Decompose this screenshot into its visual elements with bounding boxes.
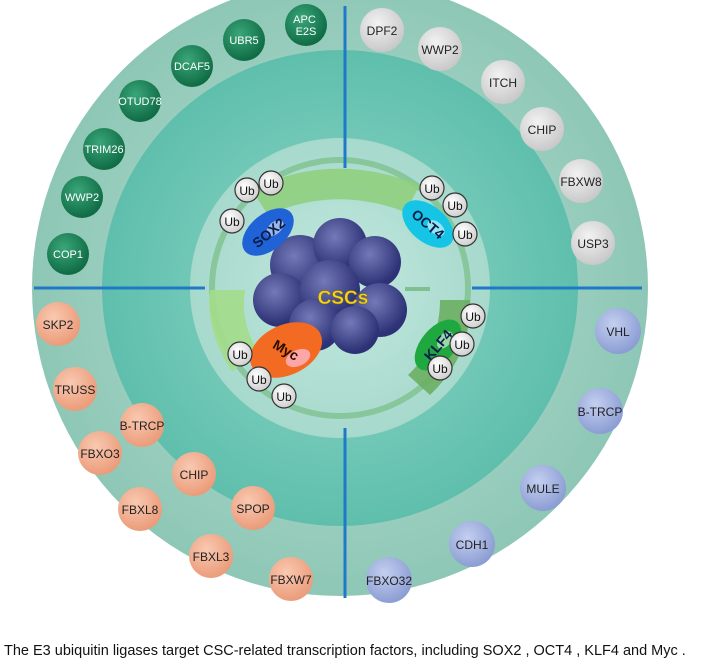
ub-tag <box>442 192 468 218</box>
ub-group-oct4: Ub Ub Ub <box>419 175 478 247</box>
ligase-label: FBXL8 <box>122 503 159 517</box>
ligase-label: DCAF5 <box>174 61 210 73</box>
ligase-label: SKP2 <box>43 318 74 332</box>
ub-label: Ub <box>276 390 292 404</box>
ligase-label: ITCH <box>489 76 517 90</box>
ub-label: Ub <box>251 373 267 387</box>
center-label: CSCs <box>318 288 369 309</box>
ub-tag <box>449 331 475 357</box>
ub-tag <box>452 221 478 247</box>
ub-label: Ub <box>424 182 440 196</box>
ub-group-klf4: Ub Ub Ub <box>427 303 486 381</box>
ub-group-sox2: Ub Ub Ub <box>219 170 284 234</box>
ub-label: Ub <box>465 310 481 324</box>
ub-label: Ub <box>263 177 279 191</box>
ligase-label: UBR5 <box>229 35 258 47</box>
csc-cell-cluster <box>253 218 407 354</box>
arc-top <box>252 168 420 215</box>
ub-label: Ub <box>224 215 240 229</box>
quadrant-bottom-left: SKP2 TRUSS B-TRCP FBXO3 CHIP FBXL8 SPOP … <box>36 302 313 601</box>
ub-label: Ub <box>232 348 248 362</box>
ligase-label: COP1 <box>53 249 83 261</box>
ub-tag <box>427 355 453 381</box>
e3-ligase-diagram: CSCs SOX2 OCT4 KLF4 Myc Ub Ub Ub Ub Ub U… <box>32 0 648 603</box>
ligase-label: FBXW7 <box>270 573 312 587</box>
ub-label: Ub <box>239 184 255 198</box>
ligase-label: USP3 <box>577 237 609 251</box>
ligase-label: FBXL3 <box>193 550 230 564</box>
quadrant-bottom-right: VHL B-TRCP MULE CDH1 FBXO32 <box>366 308 641 603</box>
ub-tag <box>219 208 245 234</box>
quadrant-top-right: DPF2 WWP2 ITCH CHIP FBXW8 USP3 <box>360 8 615 265</box>
quadrant-top-left: APC E2S UBR5 DCAF5 OTUD78 TRIM26 WWP2 CO… <box>47 4 327 275</box>
ub-tag <box>419 175 445 201</box>
ub-label: Ub <box>457 228 473 242</box>
ub-tag <box>258 170 284 196</box>
ub-label: Ub <box>454 338 470 352</box>
ligase-label: TRIM26 <box>84 144 123 156</box>
track-ring <box>209 157 471 419</box>
ub-tag <box>227 341 253 367</box>
ub-label: Ub <box>447 199 463 213</box>
ligase-label: B-TRCP <box>578 405 623 419</box>
ligase-label: FBXW8 <box>560 175 602 189</box>
figure-caption: The E3 ubiquitin ligases target CSC-rela… <box>4 643 686 659</box>
ub-group-myc: Ub Ub Ub <box>227 341 297 409</box>
ligase-label: WWP2 <box>65 192 99 204</box>
ub-tag <box>234 177 260 203</box>
ub-label: Ub <box>432 362 448 376</box>
ub-tag <box>460 303 486 329</box>
ligase-label: CDH1 <box>456 538 489 552</box>
ligase-label: DPF2 <box>367 24 398 38</box>
ligase-label: VHL <box>606 325 630 339</box>
ligase-label: WWP2 <box>421 43 459 57</box>
factor-myc: Myc <box>249 322 323 378</box>
ligase-label: B-TRCP <box>120 419 165 433</box>
ligase-label: FBXO32 <box>366 574 412 588</box>
ligase-label: SPOP <box>236 502 269 516</box>
ligase-label: CHIP <box>528 123 557 137</box>
ligase-label: TRUSS <box>55 383 96 397</box>
ligase-label: MULE <box>526 482 559 496</box>
ligase-label: FBXO3 <box>80 447 120 461</box>
ligase-label: CHIP <box>180 468 209 482</box>
ligase-label: OTUD78 <box>118 96 161 108</box>
ub-tag <box>271 383 297 409</box>
ub-tag <box>246 366 272 392</box>
factor-oct4: OCT4 <box>402 200 454 248</box>
ligase-label: APC E2S <box>293 14 319 38</box>
